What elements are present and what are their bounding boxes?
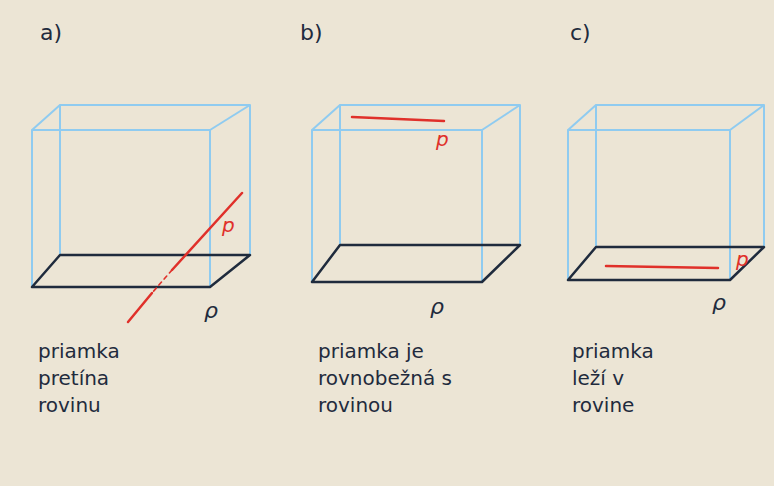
caption-text: priamka je rovnobežná s rovinou <box>318 338 488 419</box>
line-name: p <box>736 246 749 273</box>
caption-text: priamka pretína rovinu <box>38 338 158 419</box>
plane-name: ρ <box>712 288 726 318</box>
cube <box>568 105 764 280</box>
plane <box>312 245 520 282</box>
panel-letter: a) <box>40 18 62 48</box>
caption-text: priamka leží v rovine <box>572 338 682 419</box>
line-p <box>352 117 444 121</box>
line-p <box>606 266 718 268</box>
plane-name: ρ <box>430 292 444 322</box>
panel-letter: b) <box>300 18 323 48</box>
line-p <box>128 193 242 322</box>
plane <box>568 247 764 280</box>
plane-name: ρ <box>204 296 218 326</box>
cube <box>32 105 250 287</box>
line-name: p <box>222 212 235 239</box>
panel-letter: c) <box>570 18 591 48</box>
plane <box>32 255 250 287</box>
line-name: p <box>436 126 449 153</box>
cube <box>312 105 520 282</box>
